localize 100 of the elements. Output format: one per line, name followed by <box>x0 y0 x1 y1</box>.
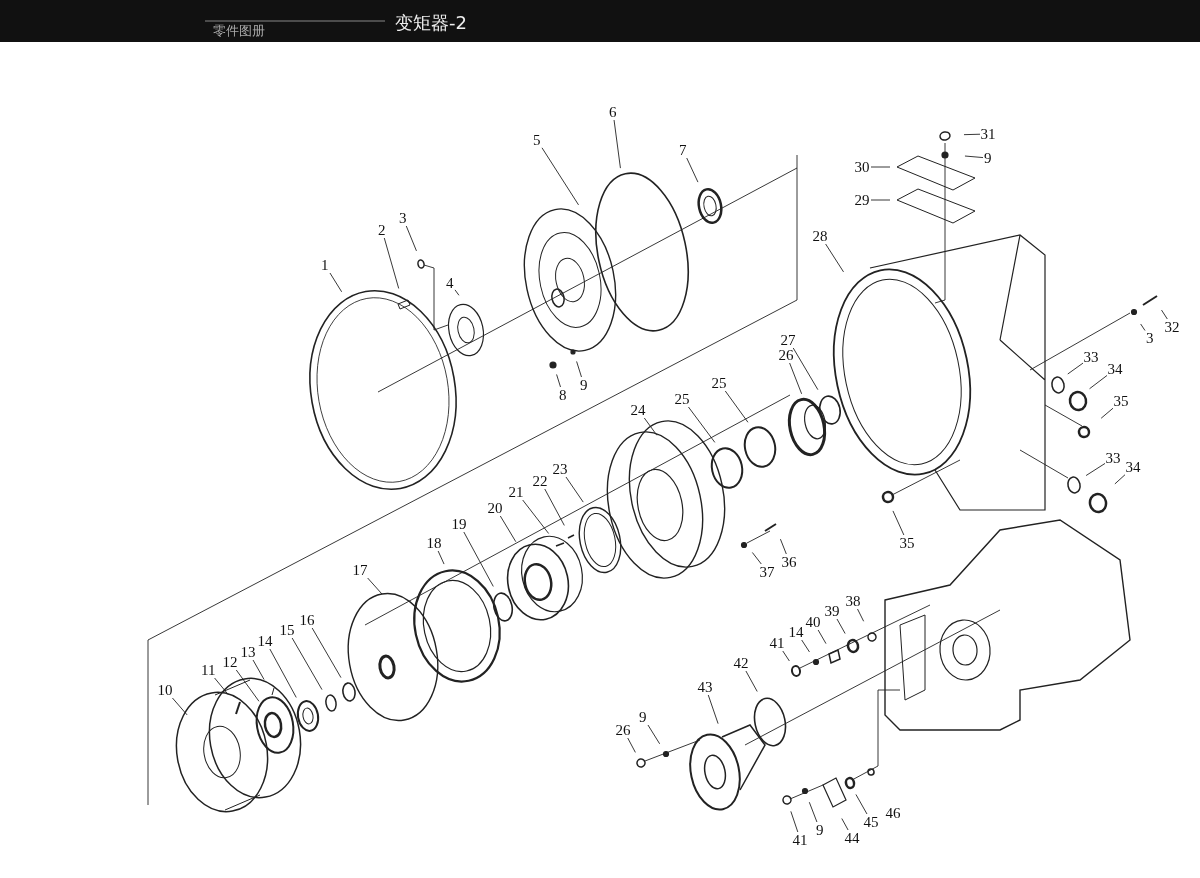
callout-number: 1 <box>320 257 330 273</box>
callout-number: 34 <box>1124 459 1142 475</box>
callout-number: 16 <box>298 612 316 628</box>
leader-line <box>383 237 400 289</box>
leader-line <box>1067 362 1084 375</box>
leader-line <box>613 119 621 169</box>
leader-line <box>1161 309 1168 320</box>
callout-number: 4 <box>445 275 455 291</box>
leader-line <box>522 499 550 534</box>
leader-line <box>252 659 265 680</box>
leader-line <box>892 510 905 536</box>
leader-line <box>779 538 787 555</box>
leader-line <box>841 818 849 831</box>
leader-line <box>688 406 716 443</box>
callout-number: 35 <box>898 535 916 551</box>
callout-number: 26 <box>777 347 795 363</box>
leader-line <box>745 670 758 692</box>
leader-line <box>870 166 891 168</box>
callout-number: 25 <box>710 375 728 391</box>
leader-line <box>1100 407 1114 419</box>
callout-number: 24 <box>629 402 647 418</box>
callout-number: 41 <box>791 832 809 848</box>
leader-line <box>556 374 561 388</box>
callout-number: 20 <box>486 500 504 516</box>
leader-line <box>724 390 749 423</box>
leader-line <box>329 272 343 293</box>
callout-number: 30 <box>853 159 871 175</box>
leader-line <box>291 637 323 691</box>
callout-number: 3 <box>1145 330 1155 346</box>
callout-number: 22 <box>531 473 549 489</box>
leader-line <box>964 155 984 158</box>
callout-number: 11 <box>200 662 217 678</box>
leader-line <box>643 417 658 436</box>
title: 变矩器-2 <box>395 11 467 35</box>
leader-line <box>463 531 494 587</box>
leader-line <box>214 677 229 696</box>
callout-number: 42 <box>732 655 750 671</box>
leader-line <box>857 608 865 622</box>
callout-number: 45 <box>862 814 880 830</box>
callout-number: 6 <box>608 104 618 120</box>
leader-line <box>808 801 818 823</box>
callout-number: 34 <box>1106 361 1124 377</box>
callout-number: 21 <box>507 484 525 500</box>
callout-number: 7 <box>678 142 688 158</box>
leader-line <box>1085 463 1106 476</box>
leader-line <box>311 627 342 679</box>
callout-number: 14 <box>256 633 274 649</box>
callout-number: 23 <box>551 461 569 477</box>
leader-line <box>627 737 636 753</box>
callout-number: 9 <box>815 822 825 838</box>
callout-number: 12 <box>221 654 239 670</box>
callout-number: 31 <box>979 126 997 142</box>
callout-number: 25 <box>673 391 691 407</box>
leader-line <box>541 147 579 206</box>
callout-number: 3 <box>398 210 408 226</box>
callout-number: 39 <box>823 603 841 619</box>
callout-number: 18 <box>425 535 443 551</box>
callout-number: 27 <box>779 332 797 348</box>
callout-number: 17 <box>351 562 369 578</box>
leader-line <box>792 347 819 391</box>
callout-number: 5 <box>532 132 542 148</box>
leader-line <box>172 697 188 716</box>
leader-line <box>544 488 565 526</box>
callout-number: 19 <box>450 516 468 532</box>
leader-line <box>790 810 799 833</box>
leader-line <box>454 289 460 296</box>
callout-number: 9 <box>638 709 648 725</box>
callout-number: 14 <box>787 624 805 640</box>
leader-line <box>963 133 981 136</box>
leader-line <box>405 225 417 252</box>
callout-number: 29 <box>853 192 871 208</box>
leader-line <box>1140 323 1146 331</box>
subtitle: 零件图册 <box>213 22 265 40</box>
leader-line <box>751 552 762 565</box>
leader-line <box>789 362 803 395</box>
leader-line <box>576 361 582 378</box>
callout-number: 26 <box>614 722 632 738</box>
callout-number: 9 <box>579 377 589 393</box>
callout-number: 44 <box>843 830 861 846</box>
leader-line <box>707 694 719 725</box>
callout-number: 43 <box>696 679 714 695</box>
callout-number: 33 <box>1104 450 1122 466</box>
leader-line <box>647 724 661 745</box>
callout-number: 15 <box>278 622 296 638</box>
callout-number: 37 <box>758 564 776 580</box>
callout-number: 32 <box>1163 319 1181 335</box>
leader-line <box>855 794 868 815</box>
callout-number: 9 <box>983 150 993 166</box>
callout-number: 46 <box>884 805 902 821</box>
callout-number: 36 <box>780 554 798 570</box>
leader-line <box>269 648 297 698</box>
leader-line <box>686 157 699 183</box>
callout-number: 28 <box>811 228 829 244</box>
leader-line <box>367 577 383 595</box>
callout-number: 40 <box>804 614 822 630</box>
leader-line <box>499 515 517 543</box>
leader-line <box>836 618 846 634</box>
leader-line <box>1089 375 1108 390</box>
callout-number: 10 <box>156 682 174 698</box>
callout-number: 13 <box>239 644 257 660</box>
